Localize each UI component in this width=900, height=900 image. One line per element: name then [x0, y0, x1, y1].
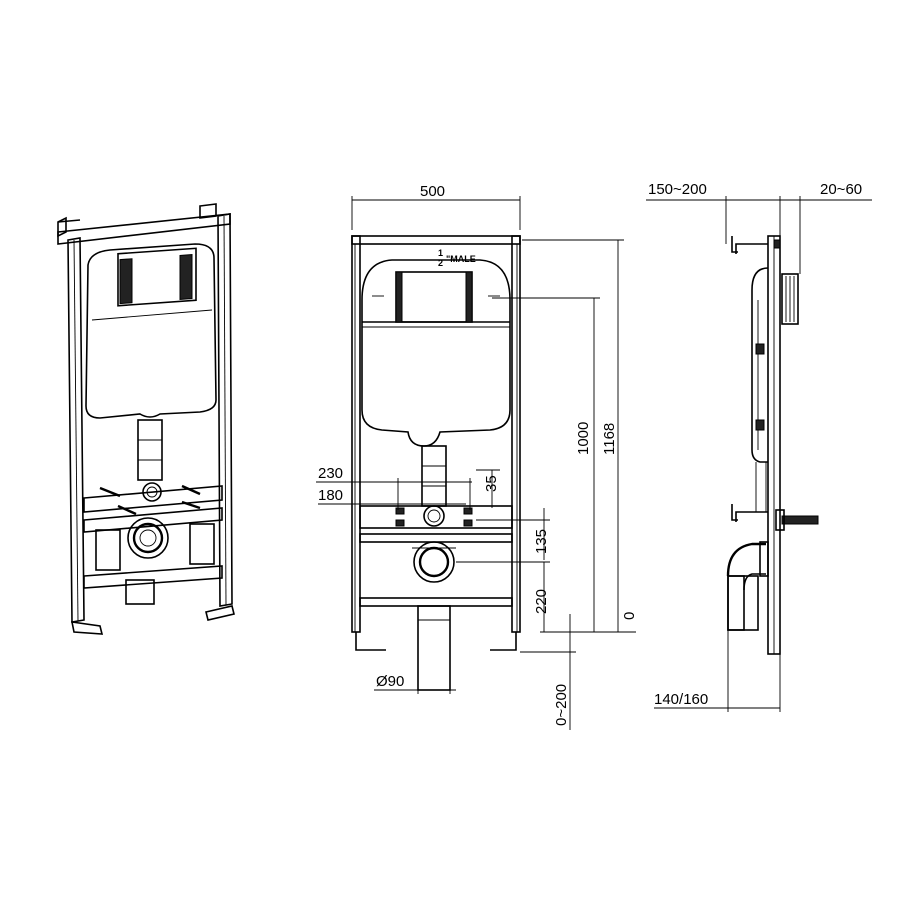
- dim-1168: 1168: [601, 423, 618, 455]
- dim-135: 135: [533, 529, 550, 554]
- dim-side-depth: 150~200: [648, 181, 707, 198]
- inlet-fraction-num: 1: [438, 248, 443, 258]
- side-view: 150~200 20~60 140/160: [646, 181, 872, 712]
- dim-230: 230: [318, 465, 343, 482]
- dim-180: 180: [318, 487, 343, 504]
- perspective-view: [57, 203, 235, 635]
- dim-wall-gap: 20~60: [820, 181, 862, 198]
- inlet-fraction-den: 2: [438, 258, 443, 268]
- dim-base-depth: 140/160: [654, 691, 708, 708]
- dim-1000: 1000: [575, 422, 592, 455]
- dim-220: 220: [533, 589, 550, 614]
- dim-35: 35: [483, 475, 500, 492]
- dim-width: 500: [420, 183, 445, 200]
- dim-drain-diameter: Ø90: [376, 673, 404, 690]
- front-view: 1 2 "MALE 500 1000: [316, 183, 638, 730]
- dim-zero: 0: [621, 612, 638, 620]
- inlet-label: "MALE: [446, 254, 476, 264]
- dim-floor-adjust: 0~200: [553, 684, 570, 726]
